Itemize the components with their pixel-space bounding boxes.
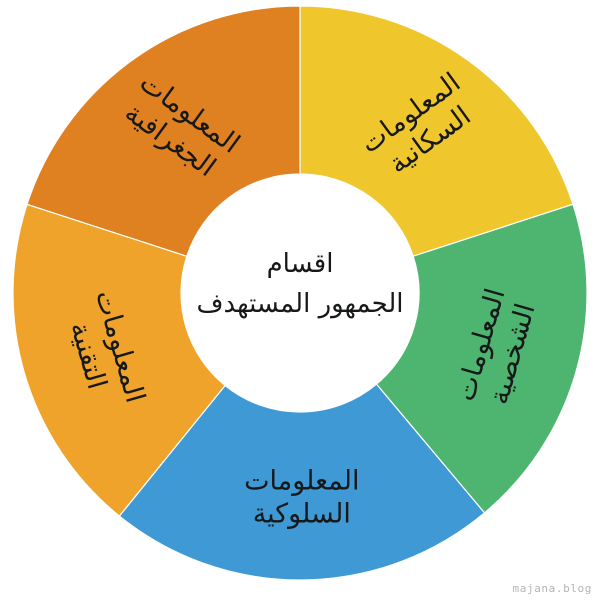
watermark-text: majana.blog	[512, 582, 592, 595]
center-title-line2: الجمهور المستهدف	[197, 289, 404, 319]
center-text-group: اقسام الجمهور المستهدف	[197, 249, 404, 319]
segment-label-line: المعلومات	[244, 465, 359, 496]
segment-label-line: السلوكية	[253, 498, 351, 529]
donut-center-hole	[181, 174, 419, 412]
center-title-line1: اقسام	[267, 249, 334, 279]
